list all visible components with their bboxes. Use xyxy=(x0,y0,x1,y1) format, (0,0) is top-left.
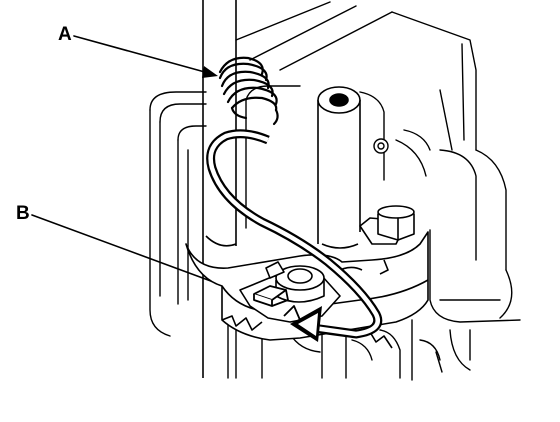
callout-a: A xyxy=(58,24,218,78)
hex-bolt xyxy=(359,205,415,245)
side-bolt xyxy=(373,138,389,154)
coil-spring xyxy=(218,56,279,126)
callout-label-a: A xyxy=(58,24,72,45)
upright-post xyxy=(317,86,361,249)
lever-tab xyxy=(253,285,301,321)
callout-a-arrowhead xyxy=(202,66,218,78)
direction-arrow-icon xyxy=(206,129,383,342)
callout-a-leader xyxy=(73,35,213,75)
callout-label-b: B xyxy=(16,203,30,224)
